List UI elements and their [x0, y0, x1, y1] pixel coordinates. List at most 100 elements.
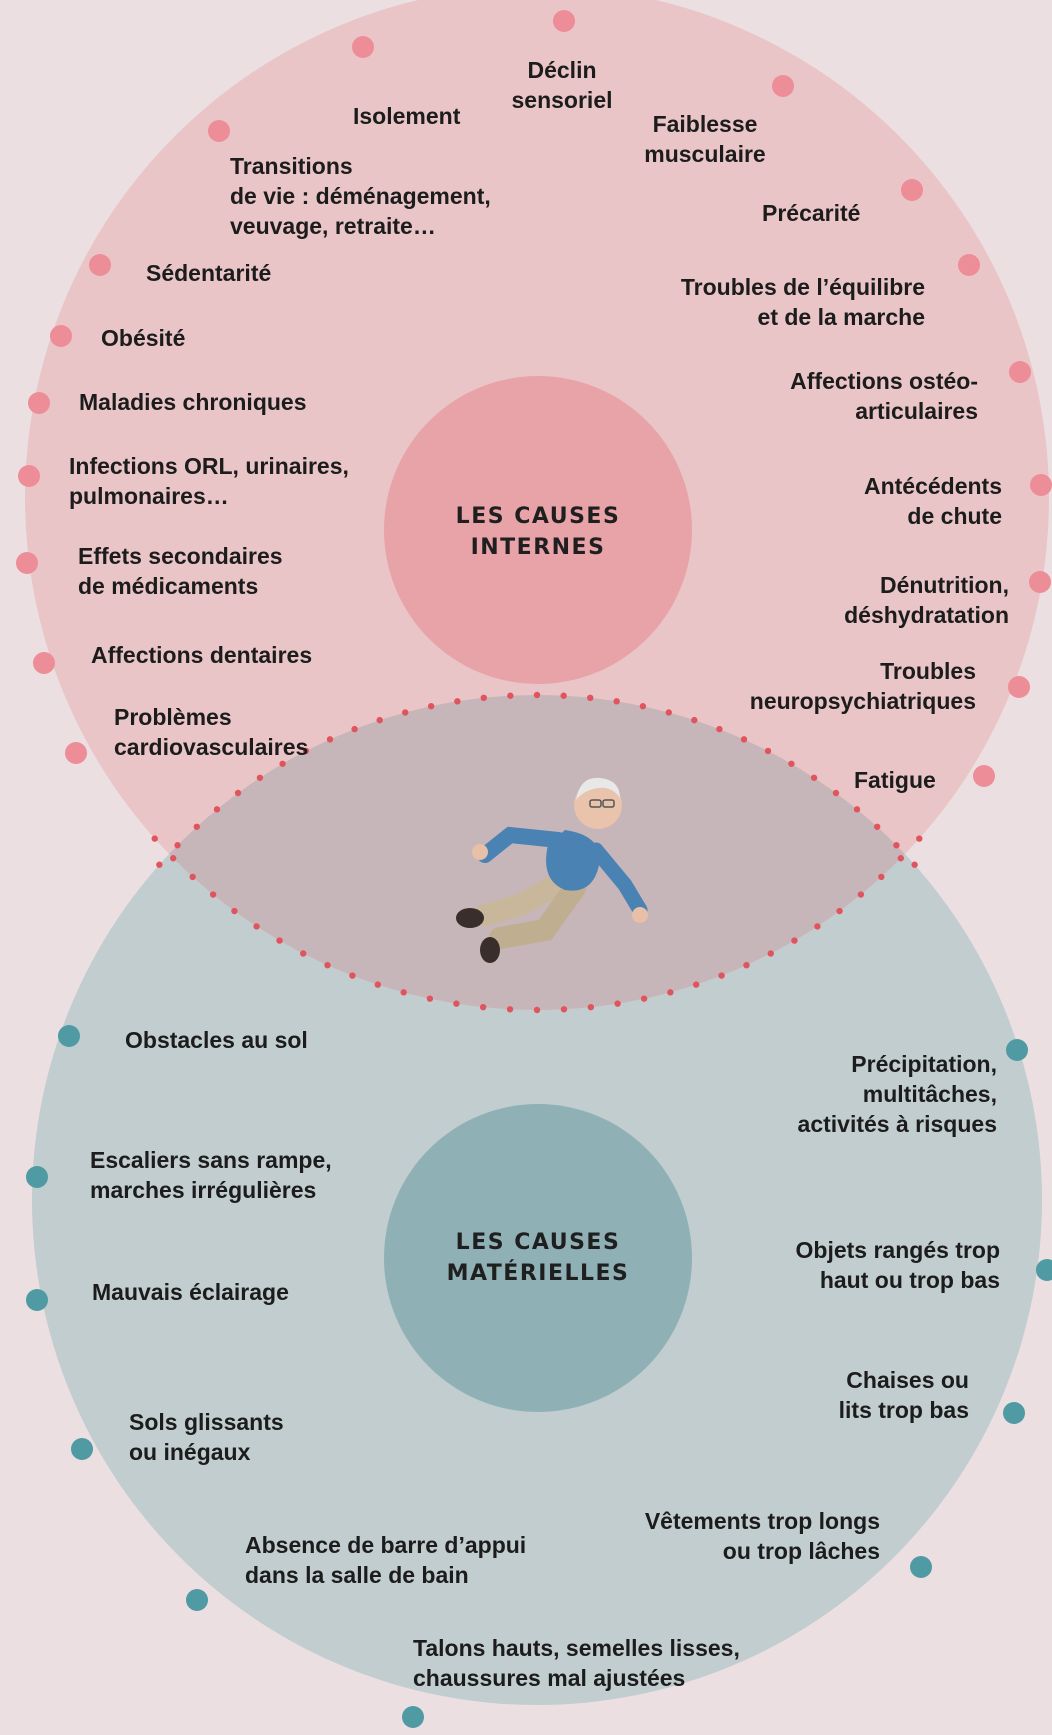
- material-cause-label: Mauvais éclairage: [92, 1279, 289, 1305]
- lens-border-dot: [189, 873, 196, 881]
- internal-cause-label: Antécédents de chute: [863, 473, 1002, 529]
- internal-cause-label: Infections ORL, urinaires, pulmonaires…: [69, 453, 349, 509]
- lens-border-dot: [426, 995, 434, 1002]
- internal-cause-label: Obésité: [101, 325, 186, 351]
- internal-bullet-dot: [1029, 571, 1051, 593]
- internal-cause-label: Fatigue: [854, 767, 936, 793]
- internal-bullet-dot: [772, 75, 794, 97]
- lens-border-dot: [791, 937, 798, 944]
- internal-cause-label: Effets secondaires de médicaments: [78, 543, 283, 599]
- lens-border-dot: [507, 692, 514, 699]
- lens-border-dot: [169, 855, 177, 862]
- lens-dotted-border: [151, 691, 923, 1014]
- internal-cause-label: Problèmes cardiovasculaires: [114, 704, 309, 760]
- material-bullet-dots: [26, 1025, 1052, 1728]
- lens-border-dot: [324, 961, 331, 969]
- material-bullet-dot: [1003, 1402, 1025, 1424]
- lens-border-dot: [234, 789, 242, 797]
- material-bullet-dot: [71, 1438, 93, 1460]
- internal-bullet-dot: [65, 742, 87, 764]
- lens-border-dot: [665, 709, 672, 716]
- lens-border-dot: [151, 835, 158, 842]
- internal-cause-label: Affections ostéo- articulaires: [790, 368, 978, 424]
- lens-border-dot: [832, 789, 840, 797]
- lens-border-dot: [897, 855, 905, 862]
- lens-border-dot: [506, 1006, 514, 1013]
- material-cause-label: Sols glissants ou inégaux: [129, 1409, 284, 1465]
- lens-border-dot: [231, 907, 238, 915]
- internal-cause-label: Dénutrition, déshydratation: [844, 572, 1009, 628]
- internal-cause-label: Troubles de l’équilibre et de la marche: [680, 274, 925, 330]
- internal-bullet-dot: [28, 392, 50, 414]
- lens-border-dot: [533, 1006, 541, 1014]
- lens-border-dot: [740, 736, 748, 743]
- lens-border-dot: [560, 1006, 568, 1013]
- lens-border-dot: [279, 760, 286, 767]
- material-causes-title: LES CAUSES MATÉRIELLES: [446, 1230, 630, 1286]
- lens-border-dot: [351, 725, 358, 733]
- internal-cause-label: Isolement: [353, 103, 461, 129]
- internal-bullet-dot: [1030, 474, 1052, 496]
- lens-border-dot: [667, 989, 674, 996]
- lens-border-dot: [480, 694, 487, 702]
- lens-border-dot: [213, 806, 221, 813]
- lens-border-dot: [300, 950, 307, 957]
- internal-bullet-dot: [553, 10, 575, 32]
- lens-border-dot: [326, 736, 334, 743]
- lens-border-dot: [402, 709, 409, 716]
- material-cause-label: Obstacles au sol: [125, 1027, 308, 1053]
- lens-border-dot: [587, 1003, 595, 1011]
- lens-border-dot: [788, 760, 795, 767]
- lens-border-dot: [193, 823, 201, 830]
- internal-bullet-dot: [18, 465, 40, 487]
- lens-border-dot: [718, 972, 725, 979]
- internal-cause-label: Maladies chroniques: [79, 389, 307, 415]
- lens-border-dot: [692, 981, 700, 988]
- internal-bullet-dot: [89, 254, 111, 276]
- lens-border-dot: [893, 842, 900, 849]
- lens-border-dot: [256, 774, 264, 781]
- lens-border-dot: [814, 923, 821, 930]
- internal-bullet-dot: [1008, 676, 1030, 698]
- lens-border-dot: [376, 716, 383, 724]
- material-core-circle: [384, 1104, 692, 1412]
- lens-border-dot: [916, 835, 923, 842]
- lens-border-dot: [587, 694, 594, 702]
- lens-border-dot: [613, 698, 620, 705]
- internal-cause-label: Faiblesse musculaire: [644, 111, 766, 167]
- internal-bullet-dot: [208, 120, 230, 142]
- lens-border-dot: [454, 698, 461, 705]
- lens-border-dot: [873, 823, 881, 830]
- material-bullet-dot: [910, 1556, 932, 1578]
- lens-border-dot: [560, 692, 567, 699]
- material-cause-label: Talons hauts, semelles lisses, chaussure…: [413, 1635, 740, 1691]
- internal-bullet-dots: [16, 10, 1052, 787]
- lens-border-dot: [640, 995, 648, 1002]
- material-cause-label: Chaises ou lits trop bas: [838, 1367, 969, 1423]
- lens-border-dot: [836, 907, 843, 915]
- internal-bullet-dot: [901, 179, 923, 201]
- lens-border-dot: [533, 691, 541, 699]
- lens-border-dot: [614, 1000, 621, 1007]
- material-bullet-dot: [402, 1706, 424, 1728]
- internal-cause-label: Transitions de vie : déménagement, veuva…: [230, 153, 491, 239]
- internal-bullet-dot: [33, 652, 55, 674]
- internal-bullet-dot: [16, 552, 38, 574]
- lens-border-dot: [174, 842, 181, 849]
- lens-border-dot: [453, 1000, 460, 1007]
- lens-border-dot: [853, 806, 861, 813]
- material-cause-label: Objets rangés trop haut ou trop bas: [795, 1237, 1000, 1293]
- material-cause-label: Précipitation, multitâches, activités à …: [797, 1051, 997, 1137]
- lens-border-dot: [857, 891, 865, 898]
- lens-border-dot: [400, 989, 407, 996]
- lens-border-dot: [209, 891, 217, 898]
- lens-border-dot: [479, 1003, 487, 1011]
- internal-cause-label: Sédentarité: [146, 260, 272, 286]
- lens-border-dot: [716, 725, 723, 733]
- material-bullet-dot: [58, 1025, 80, 1047]
- internal-core-circle: [384, 376, 692, 684]
- lens-border-dot: [639, 703, 647, 710]
- lens-border-dot: [691, 716, 698, 724]
- material-cause-label: Escaliers sans rampe, marches irrégulièr…: [90, 1147, 332, 1203]
